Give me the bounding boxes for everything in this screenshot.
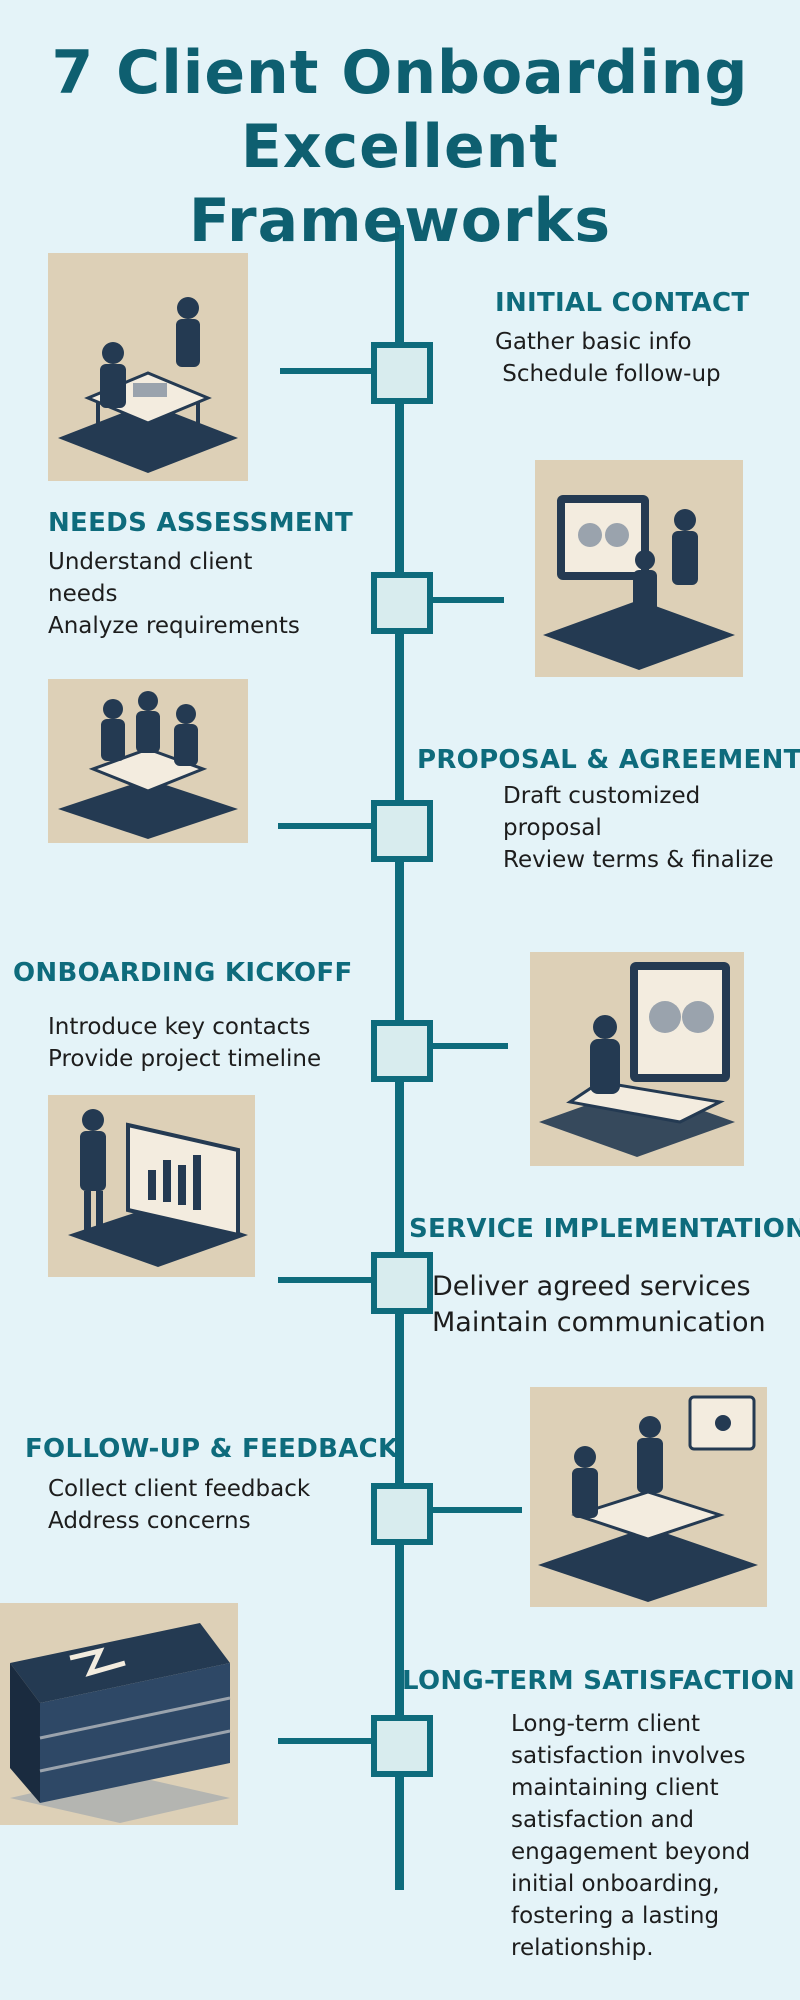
step-desc-line: Analyze requirements — [48, 613, 300, 639]
step-desc-line: Maintain communication — [432, 1307, 766, 1338]
step-desc-line: fostering a lasting — [511, 1903, 720, 1929]
presentation-chart-icon — [48, 1095, 255, 1277]
meeting-at-desk-icon — [48, 253, 248, 481]
step-desc-long-term-satisfaction: Long-term client satisfaction involves m… — [511, 1708, 750, 1964]
timeline-node-1 — [371, 342, 433, 404]
connector-4 — [426, 1043, 508, 1049]
step-desc-line: satisfaction and — [511, 1807, 694, 1833]
step-desc-onboarding-kickoff: Introduce key contacts Provide project t… — [48, 1011, 321, 1075]
title-line-2: Excellent — [240, 112, 560, 182]
step-desc-service-implementation: Deliver agreed services Maintain communi… — [432, 1269, 766, 1341]
page-title: 7 Client Onboarding Excellent Frameworks — [0, 36, 800, 258]
step-desc-line: engagement beyond — [511, 1839, 751, 1865]
timeline-node-6 — [371, 1483, 433, 1545]
step-heading-initial-contact: INITIAL CONTACT — [495, 288, 750, 318]
edge-stack-icon — [0, 1603, 238, 1825]
step-desc-follow-up-feedback: Collect client feedback Address concerns — [48, 1473, 310, 1537]
step-heading-needs-assessment: NEEDS ASSESSMENT — [48, 508, 354, 538]
step-desc-line: Introduce key contacts — [48, 1014, 311, 1040]
title-line-3: Frameworks — [188, 186, 612, 256]
step-desc-line: Long-term client — [511, 1711, 701, 1737]
step-desc-initial-contact: Gather basic info Schedule follow-up — [495, 326, 721, 390]
step-desc-line: Deliver agreed services — [432, 1271, 751, 1302]
connector-7 — [278, 1738, 372, 1744]
step-desc-needs-assessment: Understand client needs Analyze requirem… — [48, 546, 300, 642]
step-heading-long-term-satisfaction: LONG-TERM SATISFACTION — [402, 1666, 796, 1696]
step-desc-line: Provide project timeline — [48, 1046, 322, 1072]
computer-workstation-icon — [530, 952, 744, 1166]
step-desc-line: Gather basic info — [495, 329, 692, 355]
step-desc-line: Draft customized — [503, 783, 701, 809]
connector-2 — [426, 597, 504, 603]
connector-1 — [280, 368, 372, 374]
step-heading-onboarding-kickoff: ONBOARDING KICKOFF — [13, 958, 353, 988]
timeline-node-4 — [371, 1020, 433, 1082]
step-desc-line: Schedule follow-up — [495, 361, 721, 387]
computer-presentation-icon — [535, 460, 743, 677]
step-desc-proposal-agreement: Draft customized proposal Review terms &… — [503, 780, 774, 876]
step-heading-proposal-agreement: PROPOSAL & AGREEMENT — [417, 745, 800, 775]
step-desc-line: Understand client — [48, 549, 253, 575]
connector-3 — [278, 823, 372, 829]
step-desc-line: initial onboarding, — [511, 1871, 720, 1897]
timeline-node-2 — [371, 572, 433, 634]
title-line-1: 7 Client Onboarding — [51, 38, 749, 108]
consultation-desk-icon — [530, 1387, 767, 1607]
step-heading-follow-up-feedback: FOLLOW-UP & FEEDBACK — [25, 1434, 399, 1464]
team-meeting-icon — [48, 679, 248, 843]
step-desc-line: satisfaction involves — [511, 1743, 746, 1769]
step-desc-line: Review terms & finalize — [503, 847, 774, 873]
step-desc-line: needs — [48, 581, 118, 607]
step-desc-line: relationship. — [511, 1935, 654, 1961]
connector-5 — [278, 1277, 372, 1283]
step-desc-line: Address concerns — [48, 1508, 251, 1534]
step-desc-line: maintaining client — [511, 1775, 719, 1801]
timeline-node-3 — [371, 800, 433, 862]
step-heading-service-implementation: SERVICE IMPLEMENTATION — [409, 1214, 800, 1244]
connector-6 — [426, 1507, 522, 1513]
timeline-node-5 — [371, 1252, 433, 1314]
step-desc-line: proposal — [503, 815, 602, 841]
timeline-node-7 — [371, 1715, 433, 1777]
step-desc-line: Collect client feedback — [48, 1476, 311, 1502]
